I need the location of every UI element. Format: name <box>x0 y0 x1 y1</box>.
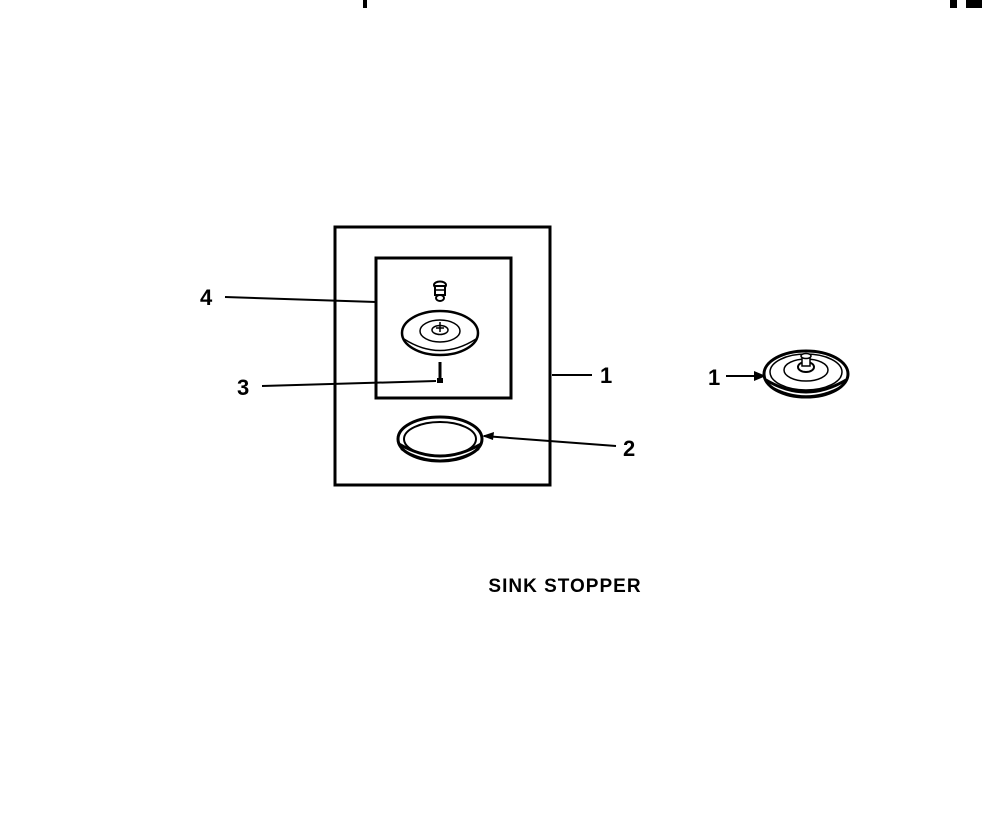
callout-4: 4 <box>200 285 213 310</box>
leader-line-2 <box>483 435 617 447</box>
top-edge-mark-right-b <box>966 0 982 8</box>
leader-arrow-1-right <box>754 371 766 381</box>
diagram-caption: SINK STOPPER <box>488 576 642 597</box>
stopper-standalone <box>762 349 850 399</box>
top-edge-mark-right-a <box>950 0 957 8</box>
callout-1: 1 <box>600 363 612 388</box>
leader-line-3 <box>261 380 437 387</box>
callout-3: 3 <box>237 375 249 400</box>
top-edge-mark-left <box>363 0 367 8</box>
stopper-disc <box>400 309 480 357</box>
callout-2: 2 <box>623 436 635 461</box>
package-window <box>374 256 513 400</box>
stopper-screw <box>437 362 443 383</box>
package-card <box>333 225 552 487</box>
gasket-ring <box>396 415 484 463</box>
stopper-knob <box>433 280 447 302</box>
leader-line-4 <box>224 296 377 303</box>
callout-1-right: 1 <box>708 365 720 390</box>
leader-arrow-2 <box>482 432 494 440</box>
